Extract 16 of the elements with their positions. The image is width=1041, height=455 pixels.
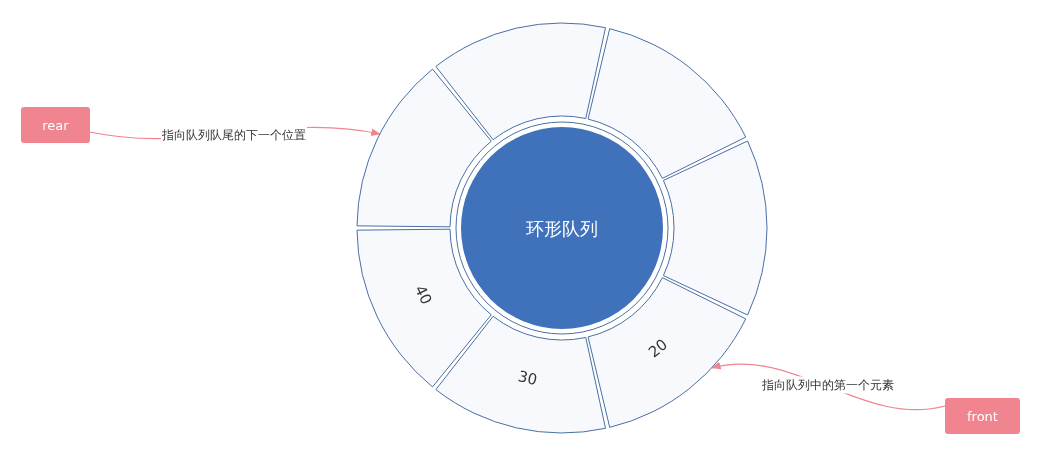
ring-segment: [662, 140, 768, 316]
pointer-tag: rear: [21, 107, 90, 143]
pointer-tag: front: [945, 398, 1020, 434]
ring-segment: [435, 315, 606, 434]
slot-value: 40: [411, 282, 436, 308]
slot-value: 20: [644, 335, 672, 362]
circle-label: 环形队列: [526, 217, 598, 239]
center-circle: [455, 121, 669, 335]
edge-label: 指向队列中的第一个元素: [761, 376, 895, 394]
ring-segment: [435, 22, 606, 141]
ring-segment: [587, 277, 747, 428]
ring-segment: [356, 68, 492, 228]
slot-value: 30: [516, 367, 540, 390]
edge-label: 指向队列队尾的下一个位置: [161, 126, 307, 144]
ring-segment: [356, 228, 492, 388]
ring-segment: [587, 28, 747, 179]
